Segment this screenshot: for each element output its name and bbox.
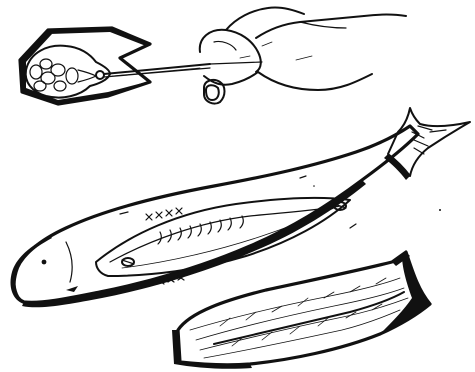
fillet-strip-icon — [172, 252, 430, 369]
hand-icon — [200, 7, 406, 103]
fish-body-icon — [11, 126, 419, 307]
fish-head-icon — [26, 46, 110, 98]
stitch-knot-left — [122, 258, 134, 266]
fish-tail-icon — [384, 108, 470, 180]
